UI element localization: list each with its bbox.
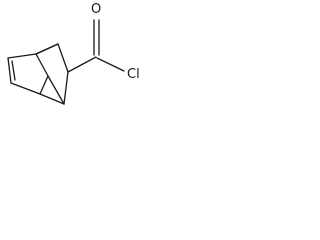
acyl-chloride-group: O Cl	[91, 2, 140, 82]
chlorine-label: Cl	[127, 67, 140, 82]
bridge-bond-b	[47, 75, 65, 105]
chemical-structure: O Cl	[7, 2, 140, 105]
bond-c4-c5	[39, 93, 65, 105]
bridge-bond-top	[35, 43, 59, 55]
bond-c-cl	[96, 57, 125, 72]
bond-c2-c3	[57, 43, 69, 73]
bond-c1-c7	[7, 53, 37, 59]
bridge-bond-a	[35, 53, 49, 77]
bond-c3-c4	[63, 71, 69, 105]
bridge-bond-c	[39, 75, 49, 95]
bond-c5-c6	[10, 82, 41, 95]
bond-ring-to-acyl	[67, 56, 97, 73]
oxygen-label: O	[91, 2, 101, 17]
double-bond-inner	[11, 60, 16, 81]
bond-c6-c1	[7, 57, 12, 84]
norbornene-ring	[7, 43, 97, 105]
